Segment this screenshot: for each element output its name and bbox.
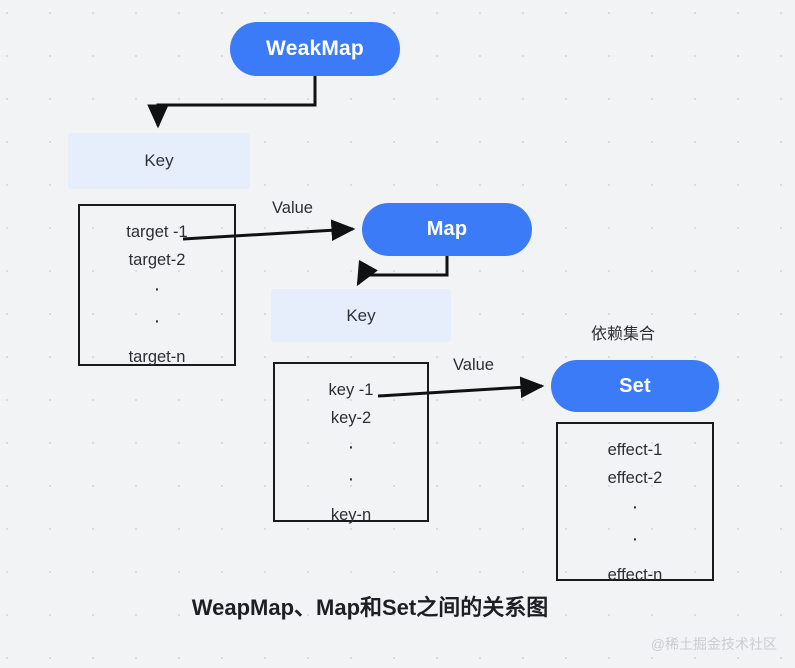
ellipsis-dot: · [631, 528, 639, 550]
key-box-map: Key [271, 289, 451, 342]
list-item: target -1 [126, 223, 188, 241]
list-item: key-n [330, 506, 372, 524]
target-list-box: target -1 target-2 · · target-n [78, 204, 236, 366]
ellipsis-dot: · [153, 278, 161, 300]
list-item: effect-1 [607, 441, 663, 459]
list-item: target-n [128, 348, 186, 366]
node-map-label: Map [426, 218, 468, 240]
ellipsis-dot: · [347, 468, 355, 490]
key-box-map-label: Key [346, 305, 376, 325]
node-set-label: Set [619, 374, 651, 397]
list-item: effect-n [607, 566, 663, 584]
watermark: @稀土掘金技术社区 [650, 636, 777, 652]
effect-list-box: effect-1 effect-2 · · effect-n [556, 422, 714, 584]
key-box-weakmap-label: Key [144, 151, 174, 170]
ellipsis-dot: · [153, 310, 161, 332]
ellipsis-dot: · [631, 496, 639, 518]
key-box-weakmap: Key [68, 133, 250, 189]
list-item: key -1 [328, 381, 374, 399]
connector-weakmap-to-key [147, 76, 317, 129]
node-map[interactable]: Map [362, 203, 532, 256]
connector-map-to-key [356, 256, 449, 287]
node-weakmap[interactable]: WeakMap [230, 22, 400, 76]
ellipsis-dot: · [347, 436, 355, 458]
edge-label-value-key-set: Value [453, 356, 494, 374]
edge-label-value-target-map: Value [272, 199, 313, 217]
list-item: effect-2 [607, 468, 663, 487]
node-weakmap-label: WeakMap [266, 37, 364, 60]
list-item: target-2 [128, 250, 186, 269]
diagram-caption: WeapMap、Map和Set之间的关系图 [191, 595, 549, 620]
label-dependency-set: 依赖集合 [591, 326, 656, 343]
key-list-box: key -1 key-2 · · key-n [273, 362, 429, 524]
list-item: key-2 [330, 408, 372, 427]
node-set[interactable]: Set [551, 360, 719, 412]
